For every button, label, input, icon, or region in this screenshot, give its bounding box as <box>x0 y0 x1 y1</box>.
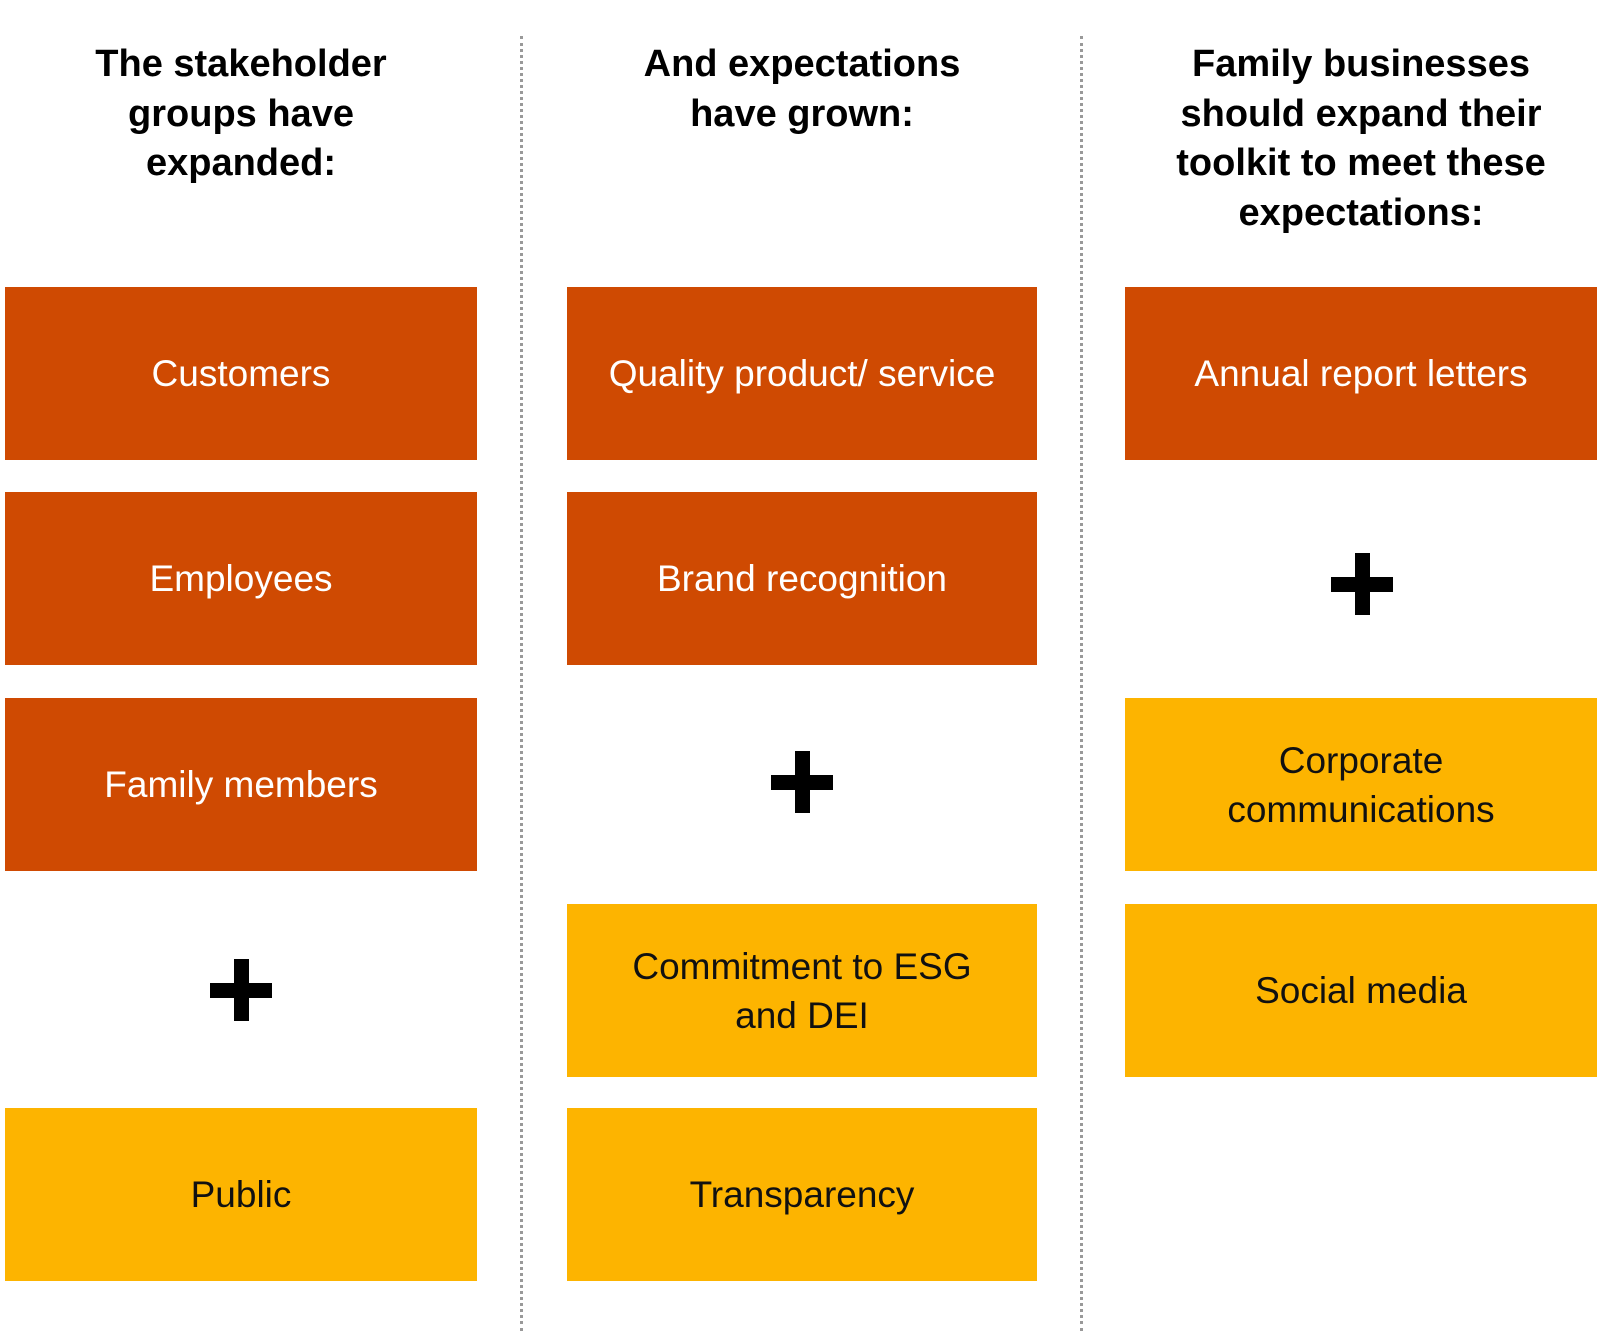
header-line: groups have <box>128 92 354 135</box>
header-line: toolkit to meet these <box>1176 142 1546 184</box>
expectation-brand: Brand recognition <box>567 492 1037 665</box>
expectation-esg-dei: Commitment to ESG and DEI <box>567 904 1037 1077</box>
expectation-quality: Quality product/ service <box>567 287 1037 460</box>
column-1-header: The stakeholder groups have expanded: <box>5 40 477 189</box>
toolkit-corporate-communications: Corporate communications <box>1125 698 1597 871</box>
column-divider <box>520 36 523 1331</box>
header-line: And expectations <box>643 43 961 85</box>
column-divider <box>1080 36 1083 1331</box>
header-line: have grown: <box>690 92 914 135</box>
stakeholder-customers: Customers <box>5 287 477 460</box>
header-line: The stakeholder <box>95 43 387 85</box>
column-3-header: Family businesses should expand their to… <box>1125 40 1597 238</box>
stakeholder-employees: Employees <box>5 492 477 665</box>
header-line: expanded: <box>145 142 337 184</box>
toolkit-annual-report: Annual report letters <box>1125 287 1597 460</box>
header-line: should expand their <box>1180 92 1542 135</box>
header-line: expectations: <box>1238 191 1484 234</box>
column-2-header: And expectations have grown: <box>567 40 1037 139</box>
header-line: Family businesses <box>1192 43 1530 85</box>
expectation-transparency: Transparency <box>567 1108 1037 1281</box>
stakeholder-family-members: Family members <box>5 698 477 871</box>
plus-icon <box>1331 553 1393 615</box>
plus-icon <box>210 959 272 1021</box>
plus-icon <box>771 751 833 813</box>
toolkit-social-media: Social media <box>1125 904 1597 1077</box>
stakeholder-public: Public <box>5 1108 477 1281</box>
